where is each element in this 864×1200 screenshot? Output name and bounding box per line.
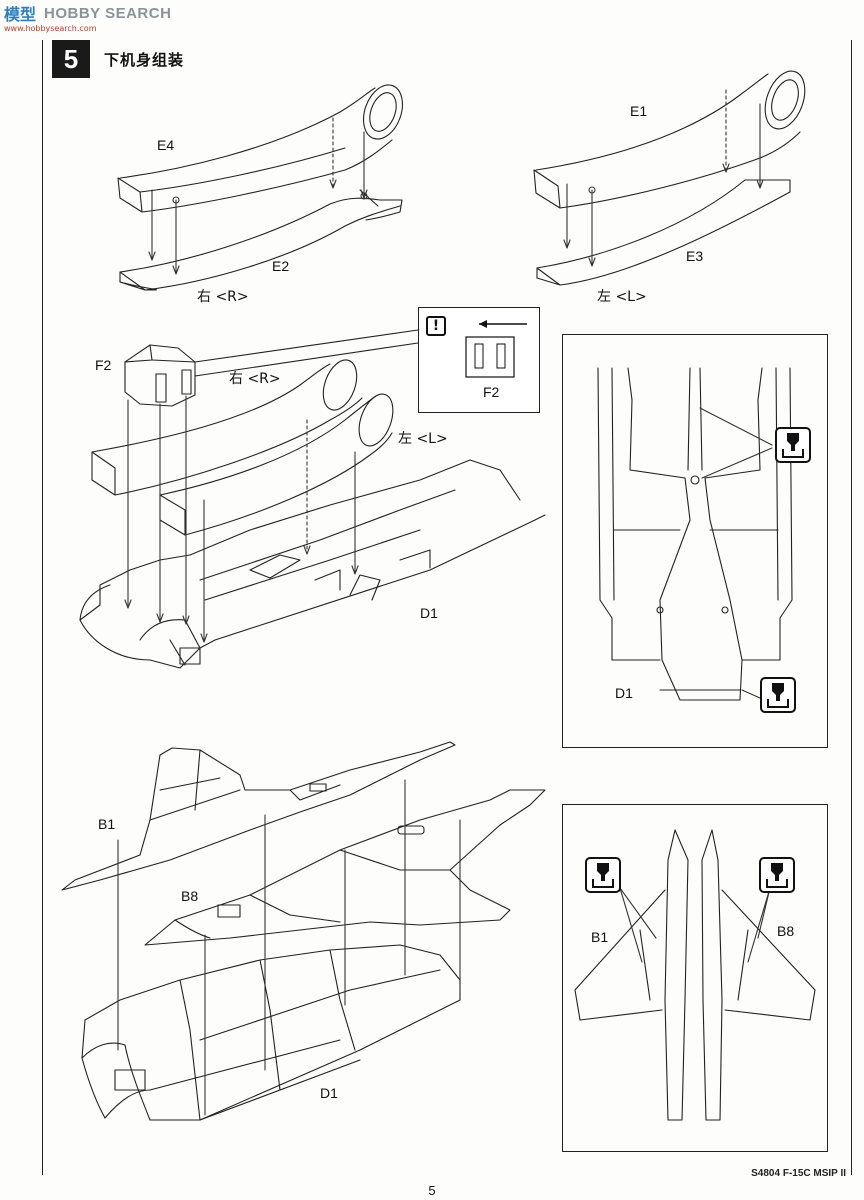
detail-b1-b8-underside (574, 829, 816, 1121)
fuselage-d1-mid (79, 459, 546, 669)
note-box-f2: ! F2 (418, 307, 540, 413)
alignment-arrows-e4-e2 (148, 117, 368, 275)
label-b1: B1 (98, 816, 116, 832)
duct-e1-part (533, 70, 806, 209)
fuselage-d1-bottom (81, 944, 461, 1121)
label-e1: E1 (630, 103, 648, 119)
page-frame (42, 40, 852, 1175)
watermark-logo: 模型 HOBBY SEARCH (4, 4, 172, 25)
label-f2: F2 (95, 357, 112, 373)
watermark-url: www.hobbysearch.com (4, 24, 97, 33)
detail-b1-label: B1 (591, 929, 609, 945)
label-e4: E4 (157, 137, 175, 153)
detail-box-d1: D1 (562, 334, 828, 748)
arrow-left-icon (479, 320, 527, 328)
part-f2-block (124, 329, 419, 407)
detail-d1-label: D1 (615, 685, 633, 701)
step-number-badge: 5 (52, 40, 90, 78)
duct-e2-part (119, 189, 403, 291)
label-d1-mid: D1 (420, 605, 438, 621)
drill-hole-icon (760, 677, 796, 713)
alignment-arrows-mid (124, 395, 359, 643)
duct-left-mid (159, 393, 394, 536)
label-left-upper: 左 <L> (597, 289, 647, 305)
drill-hole-icon (775, 427, 811, 463)
label-e3: E3 (686, 248, 704, 264)
detail-box-b1-b8: B1 B8 (562, 804, 828, 1152)
step-title: 下机身组装 (104, 51, 185, 69)
exclamation-icon: ! (426, 316, 446, 336)
f2-front-view (465, 336, 515, 378)
watermark-brand: HOBBY SEARCH (44, 4, 172, 22)
detail-d1-underside (597, 367, 793, 701)
duct-e3-part (536, 179, 791, 286)
alignment-lines-bottom (117, 779, 461, 1116)
page-number: 5 (428, 1183, 436, 1198)
label-b8: B8 (181, 888, 199, 904)
drill-hole-icon (759, 857, 795, 893)
detail-b8-label: B8 (777, 923, 795, 939)
note-part-label: F2 (483, 384, 500, 400)
part-b1 (61, 741, 456, 891)
watermark-glyphs: 模型 (4, 5, 37, 24)
part-b8 (144, 789, 546, 946)
alignment-arrows-e1-e3 (563, 89, 764, 267)
kit-code: S4804 F-15C MSIP II (751, 1168, 846, 1179)
label-d1-bottom: D1 (320, 1085, 338, 1101)
label-right-mid: 右 <R> (229, 371, 281, 387)
drill-hole-icon (585, 857, 621, 893)
label-e2: E2 (272, 258, 290, 274)
duct-right-mid (91, 359, 363, 496)
label-left-mid: 左 <L> (398, 431, 448, 447)
label-right-upper: 右 <R> (197, 289, 249, 305)
duct-e4-part (117, 84, 403, 213)
